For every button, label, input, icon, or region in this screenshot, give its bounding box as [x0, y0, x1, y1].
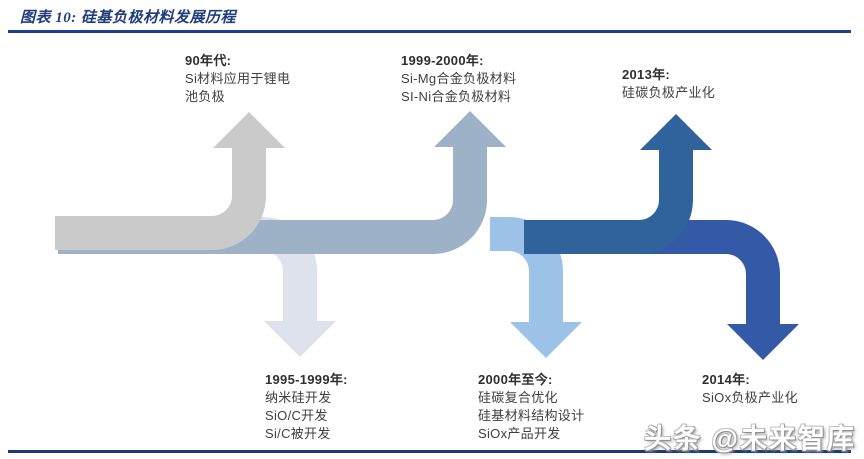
footer-divider — [8, 450, 851, 453]
milestone-line: 池负极 — [185, 89, 225, 104]
milestone-2014: 2014年: SiOx负极产业化 — [702, 371, 798, 407]
milestone-year: 1999-2000年: — [401, 53, 484, 68]
arrow-down-2014 — [630, 220, 799, 360]
milestone-line: SiOx负极产业化 — [702, 390, 798, 405]
milestone-year: 2014年: — [702, 372, 751, 387]
milestone-1990s: 90年代: Si材料应用于锂电 池负极 — [185, 52, 290, 106]
milestone-line: SI-Ni合金负极材料 — [401, 89, 512, 104]
milestone-year: 2000年至今: — [478, 372, 553, 387]
milestone-line: Si材料应用于锂电 — [185, 71, 291, 86]
header-divider — [8, 30, 851, 33]
milestone-year: 2013年: — [622, 67, 671, 82]
watermark-toutiao-weilaizhiku: 头条 @未来智库 — [644, 424, 856, 454]
milestone-line: 硅碳复合优化 — [478, 390, 558, 405]
milestone-line: SiOx产品开发 — [478, 426, 561, 441]
figure-title: 图表 10: 硅基负极材料发展历程 — [20, 10, 236, 26]
milestone-1995-1999: 1995-1999年: 纳米硅开发 SiO/C开发 Si/C被开发 — [265, 371, 348, 443]
milestone-2013: 2013年: 硅碳负极产业化 — [622, 66, 715, 102]
milestone-1999-2000: 1999-2000年: Si-Mg合金负极材料 SI-Ni合金负极材料 — [401, 52, 516, 106]
milestone-line: 硅碳负极产业化 — [622, 85, 716, 100]
milestone-year: 90年代: — [185, 53, 232, 68]
arrow-up-2013 — [524, 114, 712, 254]
milestone-line: Si/C被开发 — [265, 426, 331, 441]
milestone-line: 纳米硅开发 — [265, 390, 332, 405]
arrow-up-1990s — [55, 112, 285, 250]
milestone-line: SiO/C开发 — [265, 408, 328, 423]
milestone-2000-now: 2000年至今: 硅碳复合优化 硅基材料结构设计 SiOx产品开发 — [478, 371, 584, 443]
milestone-line: Si-Mg合金负极材料 — [401, 71, 517, 86]
milestone-line: 硅基材料结构设计 — [478, 408, 585, 423]
milestone-year: 1995-1999年: — [265, 372, 348, 387]
